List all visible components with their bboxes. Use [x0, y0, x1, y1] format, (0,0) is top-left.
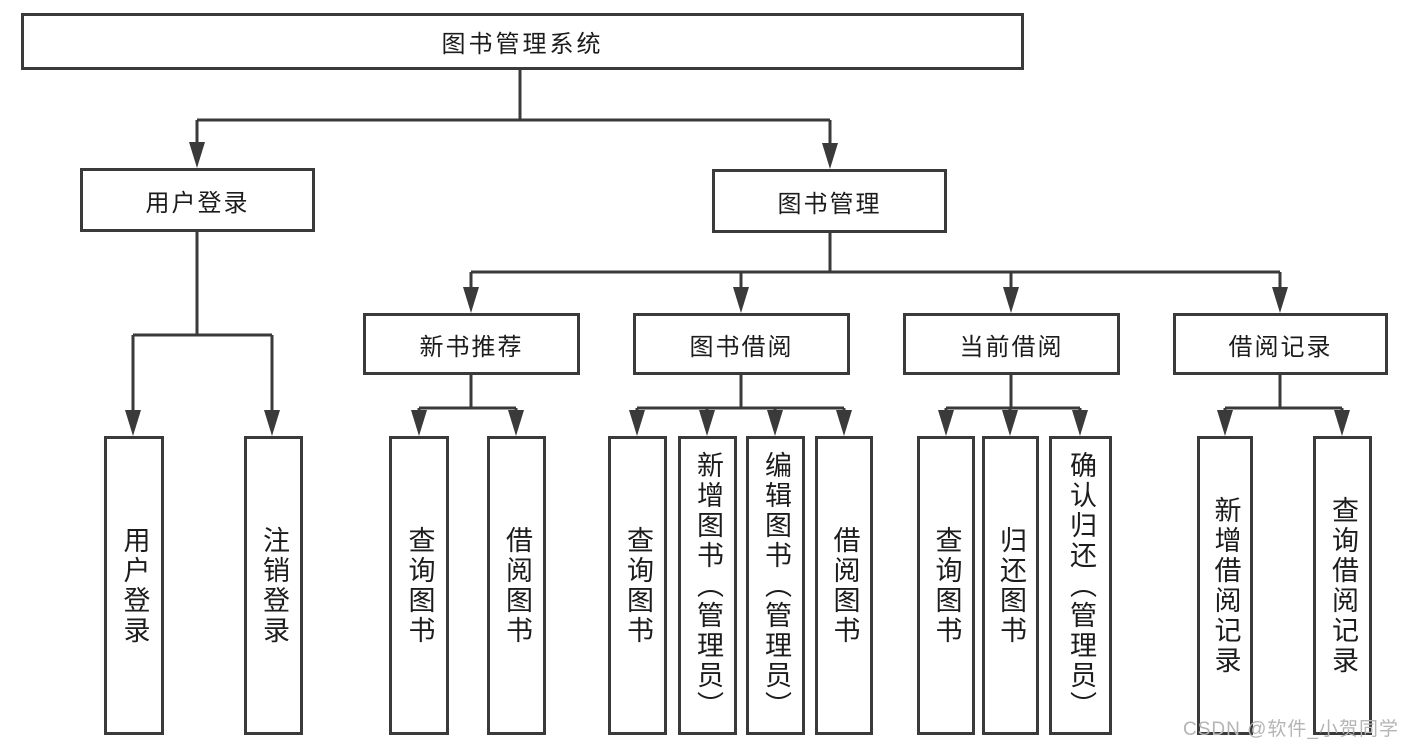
leaf-query-borrow-record: 查询借阅记录: [1313, 436, 1372, 735]
node-user-login-branch: 用户登录: [80, 168, 315, 232]
leaf-logout: 注销登录: [244, 436, 303, 735]
node-root-library-system: 图书管理系统: [21, 13, 1024, 70]
leaf-return-books: 归还图书: [982, 436, 1039, 735]
leaf-borrow-books-recommend: 借阅图书: [487, 436, 546, 735]
leaf-add-borrow-record: 新增借阅记录: [1197, 436, 1253, 735]
leaf-edit-book-admin: 编辑图书（管理员）: [746, 436, 805, 735]
node-book-borrow: 图书借阅: [633, 313, 850, 375]
node-book-management-branch: 图书管理: [712, 169, 947, 233]
leaf-query-books-borrow: 查询图书: [608, 436, 667, 735]
leaf-borrow-books: 借阅图书: [815, 436, 873, 735]
arrowheads: [125, 142, 1350, 436]
leaf-add-book-admin: 新增图书（管理员）: [678, 436, 737, 735]
node-borrow-record: 借阅记录: [1173, 313, 1388, 375]
csdn-watermark: CSDN @软件_小贺同学: [1183, 719, 1399, 740]
node-new-book-recommend: 新书推荐: [363, 313, 580, 375]
node-current-borrow: 当前借阅: [903, 313, 1120, 375]
leaf-user-login: 用户登录: [104, 436, 164, 735]
leaf-query-books-recommend: 查询图书: [389, 436, 449, 735]
leaf-query-books-current: 查询图书: [917, 436, 975, 735]
leaf-confirm-return-admin: 确认归还（管理员）: [1049, 436, 1112, 735]
